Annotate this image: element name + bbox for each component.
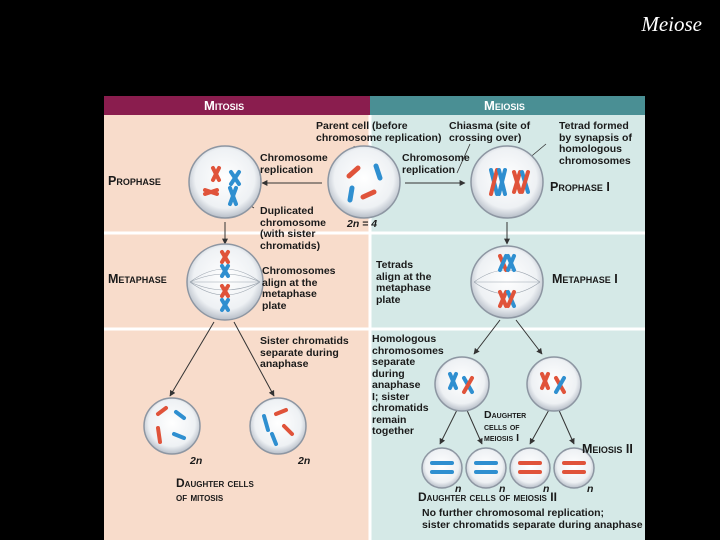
no-further-replication-label-line: No further chromosomal replication; — [422, 507, 605, 519]
chromosomes-align-label-line: metaphase — [262, 288, 317, 300]
cell-prophase-mitosis — [188, 145, 262, 219]
two-n-equals-4-label: 2n = 4 — [347, 218, 378, 230]
n-label-3: n — [543, 483, 550, 495]
homologous-separate-label-line: during — [372, 367, 405, 380]
process-arrows — [169, 180, 575, 445]
n-label-2: n — [499, 483, 506, 495]
parent-cell-label-line: Parent cell (before — [316, 120, 408, 132]
n-label-1: n — [455, 483, 462, 495]
cell-daughter-meiosis-i-right — [526, 356, 582, 412]
prophase-i-label: Prophase I — [550, 180, 610, 194]
slide-title: Meiose — [641, 12, 702, 36]
chromosomes-align-label-line: plate — [262, 299, 287, 312]
homologous-separate-label-line: I; sister — [372, 390, 410, 403]
tetrads-align-label-line: align at the — [376, 270, 432, 283]
cell-meiosis-ii-3 — [509, 447, 551, 489]
daughter-mitosis-label-line: of mitosis — [176, 490, 224, 504]
cell-daughter-meiosis-i-left — [434, 356, 490, 412]
chromosome-replication-right-label-line: Chromosome — [402, 152, 470, 164]
metaphase-i-label: Metaphase I — [552, 272, 618, 286]
chromosome-replication-left-label-line: Chromosome — [260, 152, 328, 164]
duplicated-chromosome-label-line: Duplicated — [260, 205, 314, 217]
meiosis-ii-label: Meiosis II — [582, 442, 633, 456]
sister-chromatids-separate-label-line: separate during — [260, 346, 339, 359]
meiosis-header: Meiosis — [484, 98, 525, 113]
parent-cell-label-line: chromosome replication) — [316, 131, 442, 144]
homologous-separate-label-line: remain — [372, 413, 407, 426]
cell-meiosis-ii-1 — [421, 447, 463, 489]
figure-artwork — [104, 96, 645, 540]
two-n-right-label: 2n — [298, 455, 311, 467]
tetrads-align-label-line: Tetrads — [376, 259, 414, 271]
meiosis-header-bar — [370, 96, 645, 115]
daughter-meiosis-i-label-line: cells of — [484, 420, 520, 433]
daughter-meiosis-i-label-line: meiosis I — [484, 432, 520, 444]
daughter-meiosis-i-label-line: Daughter — [484, 409, 527, 421]
tetrad-formed-label-line: chromosomes — [559, 154, 631, 167]
homologous-separate-label-line: chromosomes — [372, 344, 444, 357]
chiasma-label-line: crossing over) — [449, 131, 522, 144]
mitosis-header-bar — [104, 96, 370, 115]
duplicated-chromosome-label-line: (with sister — [260, 228, 316, 240]
cell-parent — [327, 145, 401, 219]
daughter-mitosis-label-line: Daughter cells — [176, 476, 254, 490]
tetrads-align-label-line: plate — [376, 293, 401, 306]
duplicated-chromosome-label-line: chromosome — [260, 216, 326, 229]
no-further-replication-label-line: sister chromatids separate during anapha… — [422, 518, 645, 531]
chromosomes-align-label-line: align at the — [262, 276, 318, 289]
chromosomes-align-label-line: Chromosomes — [262, 265, 336, 277]
tetrad-formed-label-line: Tetrad formed — [559, 120, 629, 132]
prophase-label: Prophase — [108, 174, 161, 188]
cell-prophase-i — [470, 145, 544, 219]
homologous-separate-label-line: anaphase — [372, 379, 421, 391]
no-further-replication-label: No further chromosomal replication;siste… — [422, 507, 645, 531]
two-n-left-label: 2n — [190, 455, 203, 467]
daughter-meiosis-ii-label: Daughter cells of meiosis II — [418, 490, 557, 504]
homologous-separate-label-line: chromatids — [372, 402, 429, 414]
cell-daughter-mitosis-right — [249, 397, 307, 455]
sister-chromatids-separate-label-line: anaphase — [260, 358, 309, 370]
homologous-separate-label-line: separate — [372, 356, 416, 368]
metaphase-label: Metaphase — [108, 272, 167, 286]
tetrad-formed-label-line: by synapsis of — [559, 131, 632, 144]
tetrad-formed-label-line: homologous — [559, 143, 622, 155]
cell-meiosis-ii-4 — [553, 447, 595, 489]
chromosome-replication-left-label-line: replication — [260, 163, 314, 176]
n-label-4: n — [587, 483, 594, 495]
chiasma-label-line: Chiasma (site of — [449, 120, 531, 132]
duplicated-chromosome-label-line: chromatids) — [260, 239, 321, 252]
cell-metaphase-i — [470, 245, 544, 319]
cell-meiosis-ii-2 — [465, 447, 507, 489]
homologous-separate-label-line: Homologous — [372, 333, 437, 345]
sister-chromatids-separate-label-line: Sister chromatids — [260, 335, 349, 347]
mitosis-header: Mitosis — [204, 98, 245, 113]
chromosome-replication-right-label-line: replication — [402, 163, 456, 176]
cell-daughter-mitosis-left — [143, 397, 201, 455]
tetrads-align-label-line: metaphase — [376, 282, 431, 294]
cell-metaphase-mitosis — [186, 243, 264, 321]
homologous-separate-label-line: together — [372, 425, 414, 437]
